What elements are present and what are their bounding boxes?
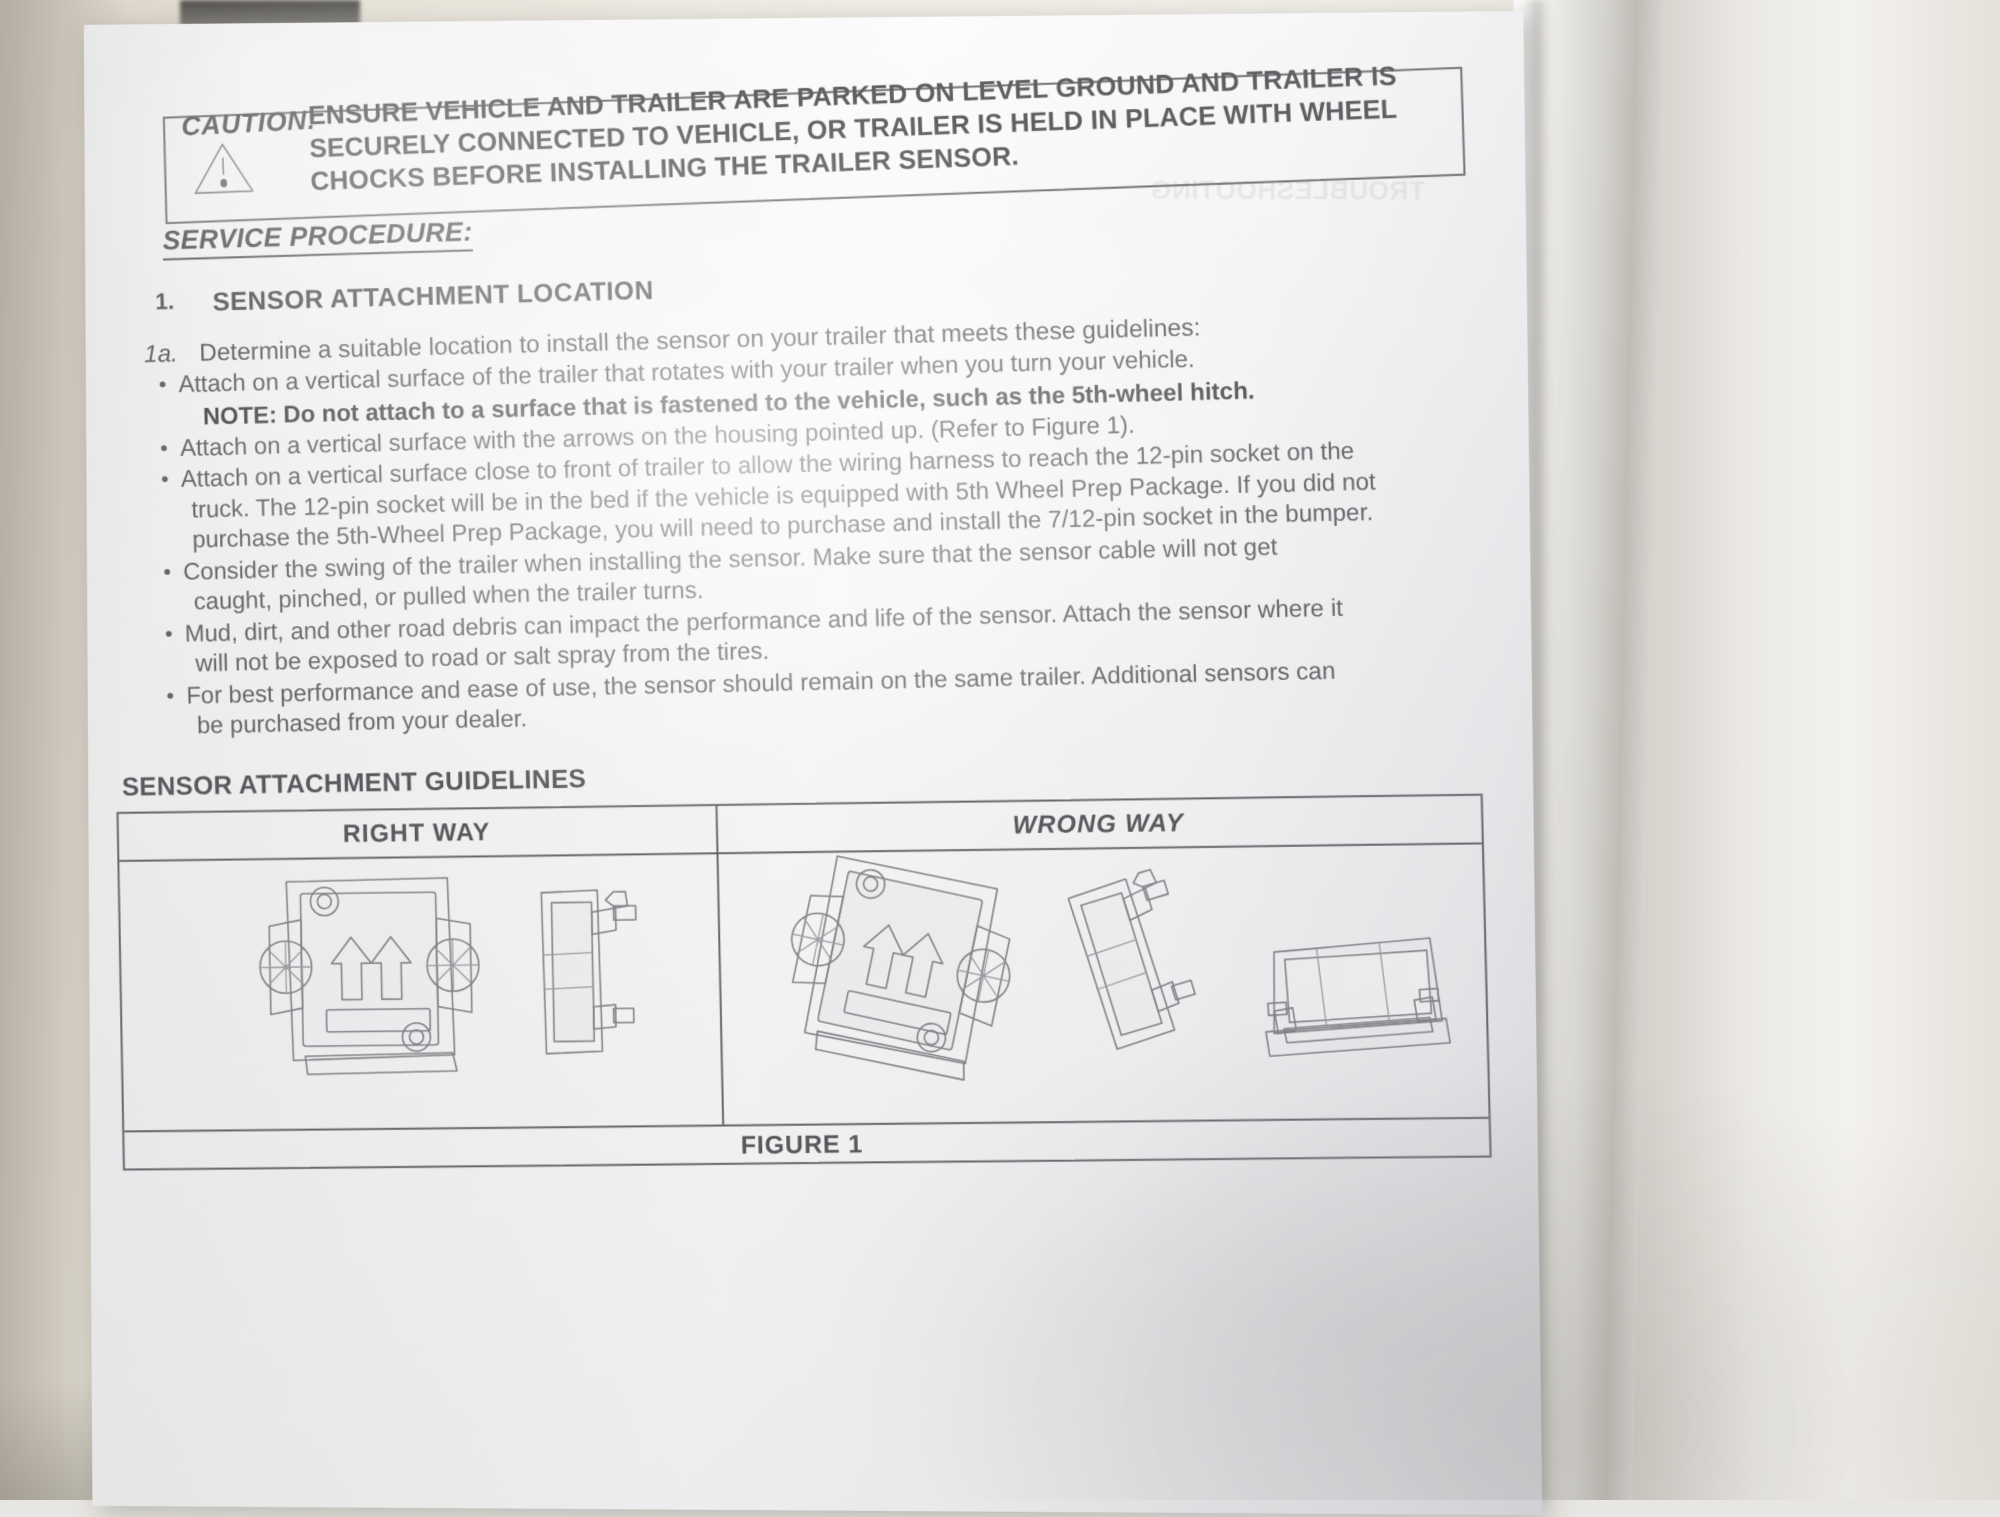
guideline-bullet-list: Attach on a vertical surface of the trai… [145, 337, 1498, 743]
sensor-side-view-horizontal-icon [719, 844, 1489, 1124]
step-number: 1. [154, 288, 175, 315]
figure-illustration-row [119, 844, 1489, 1133]
manual-page: TROUBLESHOOTING CAUTION: ENSURE VEHICLE … [82, 9, 1544, 1516]
page-content: CAUTION: ENSURE VEHICLE AND TRAILER ARE … [82, 9, 1544, 1513]
step-title: SENSOR ATTACHMENT LOCATION [212, 274, 654, 317]
sensor-side-view-upright-icon [119, 854, 722, 1130]
warning-triangle-icon [191, 139, 256, 197]
guidelines-table-heading: SENSOR ATTACHMENT GUIDELINES [121, 763, 587, 802]
right-way-illustrations [119, 854, 722, 1130]
column-header-wrong-way: WRONG WAY [715, 795, 1482, 853]
wrong-way-illustrations [716, 844, 1489, 1125]
guidelines-body: 1a.Determine a suitable location to inst… [144, 306, 1498, 743]
column-header-right-way: RIGHT WAY [342, 817, 491, 848]
figure-1-table: RIGHT WAY WRONG WAY [116, 793, 1492, 1171]
facing-page [1620, 0, 2000, 1500]
service-procedure-heading: SERVICE PROCEDURE: [162, 216, 473, 261]
substep-label: 1a. [143, 340, 179, 369]
